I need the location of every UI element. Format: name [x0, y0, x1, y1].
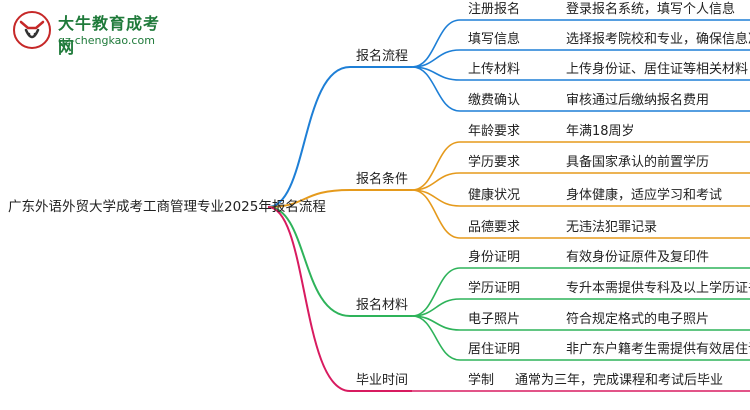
child-detail: 通常为三年，完成课程和考试后毕业: [515, 373, 724, 388]
child-detail: 年满18周岁: [566, 124, 635, 139]
child-label: 学历证明: [468, 281, 521, 296]
branch-connector: [267, 66, 351, 208]
child-connector: [411, 141, 461, 191]
branch-label: 报名流程: [356, 49, 409, 64]
child-connector: [411, 315, 461, 361]
child-label: 品德要求: [468, 220, 521, 235]
child-label: 居住证明: [468, 342, 521, 357]
branch-connector: [267, 189, 351, 208]
child-connector: [411, 172, 461, 191]
child-detail: 选择报考院校和专业，确保信息准确: [566, 32, 750, 47]
child-detail: 无违法犯罪记录: [566, 220, 658, 235]
child-detail: 专升本需提供专科及以上学历证书: [566, 281, 750, 296]
child-label: 健康状况: [468, 188, 521, 203]
branch-connector: [267, 206, 351, 392]
logo-title: 大牛教育成考网: [58, 14, 161, 57]
child-detail: 审核通过后缴纳报名费用: [566, 93, 710, 108]
child-detail: 非广东户籍考生需提供有效居住证明: [566, 342, 750, 357]
bull-logo-icon: [13, 11, 51, 49]
child-label: 电子照片: [468, 312, 521, 327]
site-logo: 大牛教育成考网 gz-chengkao.com: [6, 6, 176, 57]
branch-connector: [267, 206, 351, 317]
child-detail: 符合规定格式的电子照片: [566, 312, 710, 327]
child-label: 学制: [468, 373, 495, 388]
branch-label: 毕业时间: [356, 373, 409, 388]
root-node: 广东外语外贸大学成考工商管理专业2025年报名流程: [8, 199, 326, 215]
child-label: 填写信息: [468, 32, 521, 47]
child-connector: [411, 267, 461, 317]
child-label: 学历要求: [468, 155, 521, 170]
child-connector: [411, 189, 461, 239]
child-label: 年龄要求: [468, 124, 521, 139]
child-detail: 具备国家承认的前置学历: [566, 155, 710, 170]
child-label: 上传材料: [468, 62, 521, 77]
child-label: 注册报名: [468, 2, 521, 17]
child-detail: 身体健康，适应学习和考试: [566, 188, 723, 203]
child-connector: [411, 66, 461, 112]
branch-label: 报名条件: [356, 172, 409, 187]
child-connector: [411, 298, 461, 317]
child-detail: 有效身份证原件及复印件: [566, 250, 710, 265]
child-connector: [411, 19, 461, 68]
child-detail: 上传身份证、居住证等相关材料: [566, 62, 749, 77]
branch-label: 报名材料: [356, 298, 409, 313]
child-label: 身份证明: [468, 250, 521, 265]
child-label: 缴费确认: [468, 93, 521, 108]
child-detail: 登录报名系统，填写个人信息: [566, 2, 736, 17]
logo-url: gz-chengkao.com: [58, 34, 155, 47]
